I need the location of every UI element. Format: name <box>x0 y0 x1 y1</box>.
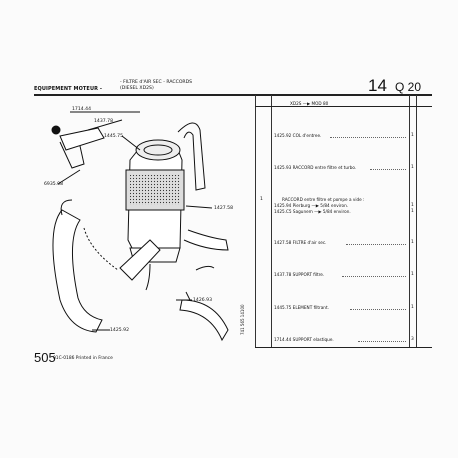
leader-1427 <box>185 205 213 209</box>
intake-elbow <box>52 209 103 333</box>
support-bracket <box>59 127 105 151</box>
callout-1425: 1425.92 <box>110 328 129 333</box>
part-ref: 1425.94 <box>274 203 292 208</box>
part-row: 1425.92 COL d'entree. <box>274 133 321 138</box>
part-desc: FILTRE d'air sec. <box>292 240 327 245</box>
part-qty: 1 <box>411 240 414 245</box>
filter-lid <box>135 139 181 161</box>
dotted-leader <box>330 137 406 138</box>
part-desc: RACCORD entre filtre et pompe a vide : <box>282 197 365 202</box>
small-pipe <box>195 265 215 271</box>
vacuum-hose <box>183 229 229 251</box>
part-desc: SUPPORT filtre. <box>292 272 325 277</box>
callout-1437: 1437.78 <box>94 119 113 124</box>
filter-mesh <box>130 175 180 205</box>
part-qty: 1 <box>411 209 414 214</box>
dotted-leader <box>370 169 406 170</box>
dotted-leader <box>350 309 406 310</box>
inlet-pipe <box>177 122 206 191</box>
part-qty: 1 <box>411 272 414 277</box>
column-head-rule <box>255 106 432 107</box>
column-head-model: XD2S <box>290 101 302 106</box>
part-ref: 1445.75 <box>274 305 292 310</box>
part-ref: 1425.C5 <box>274 209 292 214</box>
part-desc: SUPPORT elastique. <box>292 337 334 342</box>
part-row: 1425.94 Pierburg —▶ 5/84 environ. <box>274 203 348 208</box>
marker-1: 1 <box>260 197 263 202</box>
part-desc: RACCORD entre filtre et turbo. <box>292 165 357 170</box>
part-row: 1427.58 FILTRE d'air sec. <box>274 240 327 245</box>
page-subtitle: - FILTRE d'AIR SEC - RACCORDS (DIESEL XD… <box>120 80 192 92</box>
leader-6935 <box>57 169 81 185</box>
bracket-arm <box>59 141 85 169</box>
part-qty: 1 <box>411 305 414 310</box>
callout-1427: 1427.58 <box>214 206 233 211</box>
lower-hose <box>119 239 161 281</box>
bottom-rule <box>255 347 432 348</box>
column-head: XD2S —▶ MOD 80 <box>290 101 328 106</box>
leader-1437 <box>87 119 123 131</box>
connection-line <box>83 227 119 271</box>
dotted-leader <box>342 276 406 277</box>
part-row: RACCORD entre filtre et pompe a vide : <box>282 197 364 202</box>
part-row: 1425.C5 Sagunem —▶ 5/84 environ. <box>274 209 351 214</box>
callout-1714: 1714.44 <box>72 107 91 112</box>
model-number: 505 <box>34 350 56 365</box>
part-row: 1714.44 SUPPORT elastique. <box>274 337 334 342</box>
clip <box>185 291 191 301</box>
part-qty: 1 <box>411 165 414 170</box>
part-desc-2: 5/84 environ. <box>320 203 349 208</box>
subtitle-line-1: - FILTRE d'AIR SEC - RACCORDS <box>120 80 193 85</box>
section-number: 14 <box>368 76 387 95</box>
dotted-leader <box>346 244 406 245</box>
bolt <box>51 125 61 135</box>
callout-1426: 1426.93 <box>193 298 212 303</box>
vertical-code: 741 565 14100 <box>240 304 245 335</box>
arrow-icon: —▶ <box>311 203 319 208</box>
part-desc: ELEMENT filtrant. <box>292 305 329 310</box>
leader-1445 <box>121 135 141 151</box>
part-row: 1445.75 ELEMENT filtrant. <box>274 305 329 310</box>
part-desc-2: 5/84 environ. <box>322 209 351 214</box>
callout-6935: 6935.08 <box>44 182 63 187</box>
column-divider-main <box>255 95 256 347</box>
arrow-icon: —▶ <box>302 101 312 106</box>
part-desc: Sagunem <box>292 209 313 214</box>
page-title: EQUIPEMENT MOTEUR - <box>34 86 103 92</box>
callout-1445: 1445.75 <box>104 134 123 139</box>
turbo-hose <box>179 299 229 342</box>
print-info: 01C-0186 Printed in France <box>53 356 113 361</box>
header-rule <box>34 94 432 96</box>
dotted-leader <box>358 341 406 342</box>
column-divider-ref <box>271 95 272 347</box>
part-ref: 1437.78 <box>274 272 292 277</box>
column-divider-end <box>416 95 417 347</box>
part-desc: COL d'entree. <box>292 133 322 138</box>
part-qty: 3 <box>411 337 414 342</box>
part-desc: Pierburg <box>292 203 311 208</box>
column-divider-qty <box>409 95 410 347</box>
part-ref: 1425.92 <box>274 133 292 138</box>
arrow-icon: —▶ <box>314 209 322 214</box>
part-row: 1425.93 RACCORD entre filtre et turbo. <box>274 165 356 170</box>
part-row: 1437.78 SUPPORT filtre. <box>274 272 324 277</box>
section-code: Q 20 <box>395 80 422 94</box>
part-ref: 1427.58 <box>274 240 292 245</box>
column-head-suffix: MOD 80 <box>311 101 329 106</box>
filter-lid-inner <box>143 144 173 156</box>
intake-mouth <box>60 199 73 216</box>
part-ref: 1425.93 <box>274 165 292 170</box>
part-qty: 1 <box>411 203 414 208</box>
subtitle-line-2: (DIESEL XD2S) <box>120 86 154 91</box>
part-qty: 1 <box>411 133 414 138</box>
part-ref: 1714.44 <box>274 337 292 342</box>
drain-pipe <box>145 263 151 291</box>
